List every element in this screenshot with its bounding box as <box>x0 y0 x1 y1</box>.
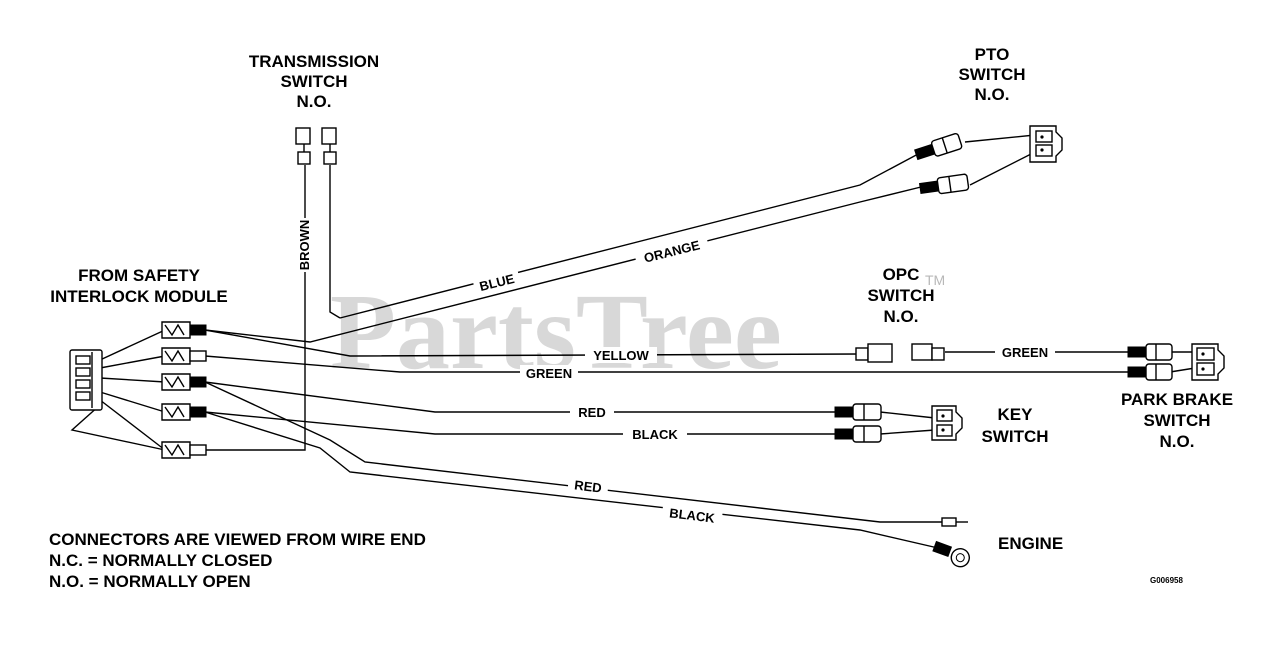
pto-lead-bottom <box>969 151 1036 186</box>
svg-text:PARK BRAKE: PARK BRAKE <box>1121 390 1233 409</box>
svg-text:SWITCH: SWITCH <box>280 72 347 91</box>
red-engine-wire <box>204 381 942 523</box>
svg-text:INTERLOCK MODULE: INTERLOCK MODULE <box>50 287 228 306</box>
opc-switch-body <box>855 343 945 363</box>
black-engine-wire-label: BLACK <box>669 505 717 526</box>
key-switch-body <box>931 405 963 441</box>
orange-wire <box>204 185 926 343</box>
terminal-2 <box>161 347 207 365</box>
pto-lead-top <box>964 134 1036 143</box>
terminal-5 <box>161 441 207 459</box>
pto-switch-label: PTO SWITCH N.O. <box>958 45 1025 104</box>
svg-text:PTO: PTO <box>975 45 1010 64</box>
green-wire-left <box>204 355 1128 373</box>
figure-id: G006958 <box>1150 576 1183 585</box>
note-line-3: N.O. = NORMALLY OPEN <box>49 572 251 591</box>
brown-wire <box>205 165 306 451</box>
svg-text:TRANSMISSION: TRANSMISSION <box>249 52 379 71</box>
wires <box>70 134 1196 549</box>
opc-switch-label: OPC SWITCH N.O. <box>867 265 934 326</box>
pto-connectors <box>914 132 970 195</box>
svg-text:FROM SAFETY: FROM SAFETY <box>78 266 200 285</box>
svg-text:SWITCH: SWITCH <box>867 286 934 305</box>
yellow-wire-label: YELLOW <box>593 348 649 363</box>
engine-label: ENGINE <box>998 534 1063 553</box>
svg-text:KEY: KEY <box>998 405 1034 424</box>
park-lead-bottom <box>1169 367 1196 373</box>
svg-text:N.O.: N.O. <box>884 307 919 326</box>
pto-switch-body <box>1029 125 1063 163</box>
engine-terminals <box>932 517 970 568</box>
notes: CONNECTORS ARE VIEWED FROM WIRE END N.C.… <box>49 530 426 591</box>
red-engine-wire-label: RED <box>574 477 603 495</box>
terminal-3 <box>161 373 207 391</box>
park-brake-switch-label: PARK BRAKE SWITCH N.O. <box>1121 390 1233 451</box>
green-wire-right-label: GREEN <box>1002 345 1048 360</box>
key-connectors <box>834 403 882 443</box>
brown-wire-2 <box>329 165 341 319</box>
module-fan-lines <box>70 329 166 451</box>
svg-text:SWITCH: SWITCH <box>958 65 1025 84</box>
svg-text:N.O.: N.O. <box>975 85 1010 104</box>
red-key-wire <box>204 381 835 413</box>
key-lead-top <box>879 411 936 419</box>
park-brake-switch-body <box>1191 343 1225 381</box>
orange-wire-label: ORANGE <box>642 237 701 265</box>
transmission-switch-terminals <box>295 127 337 165</box>
note-line-2: N.C. = NORMALLY CLOSED <box>49 551 272 570</box>
note-line-1: CONNECTORS ARE VIEWED FROM WIRE END <box>49 530 426 549</box>
svg-text:SWITCH: SWITCH <box>981 427 1048 446</box>
safety-interlock-module-connector <box>69 349 103 411</box>
brown-wire-label: BROWN <box>297 220 312 271</box>
safety-module-label: FROM SAFETY INTERLOCK MODULE <box>50 266 228 306</box>
red-key-wire-label: RED <box>578 405 605 420</box>
green-wire-left-label: GREEN <box>526 366 572 381</box>
park-brake-connectors <box>1127 343 1173 381</box>
svg-text:OPC: OPC <box>883 265 920 284</box>
module-terminals <box>161 321 207 459</box>
svg-text:N.O.: N.O. <box>297 92 332 111</box>
black-key-wire-label: BLACK <box>632 427 678 442</box>
key-lead-bottom <box>879 429 936 435</box>
transmission-switch-label: TRANSMISSION SWITCH N.O. <box>249 52 379 111</box>
yellow-wire <box>204 329 861 357</box>
svg-text:N.O.: N.O. <box>1160 432 1195 451</box>
key-switch-label: KEY SWITCH <box>981 405 1048 446</box>
terminal-4 <box>161 403 207 421</box>
terminal-1 <box>161 321 207 339</box>
svg-text:SWITCH: SWITCH <box>1143 411 1210 430</box>
watermark-trademark: TM <box>925 272 945 288</box>
black-key-wire <box>204 411 835 435</box>
black-engine-wire <box>204 411 939 549</box>
